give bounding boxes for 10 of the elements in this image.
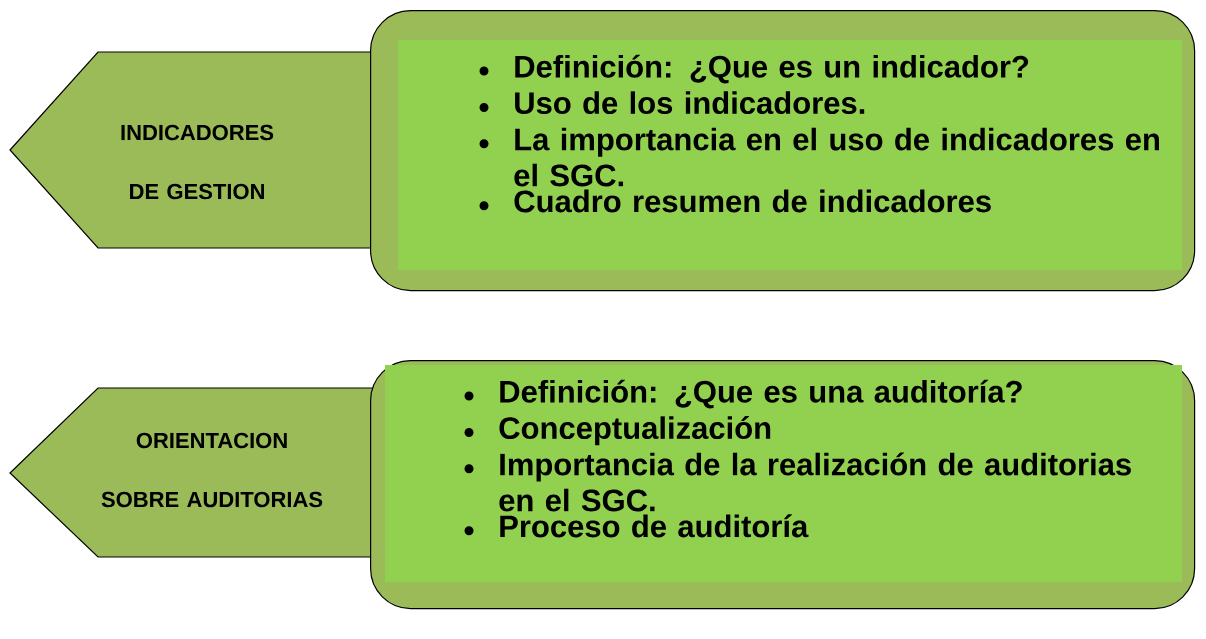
list-item: Proceso de auditoría — [500, 514, 809, 538]
list-item: Definición: ¿Que es un indicador? — [515, 54, 1029, 84]
list-item: Importancia de la realización de auditorias en el SGC. — [499, 452, 1131, 512]
list-item: La importancia en el uso de indicadores en el SGC. — [514, 127, 1159, 187]
list-item: Definición: ¿Que es una auditoría? — [500, 379, 1022, 409]
arrow-label: ORIENTACION SOBRE AUDITORIAS — [9, 387, 379, 558]
list-item: Uso de los indicadores. — [515, 91, 865, 115]
list-item: Cuadro resumen de indicadores — [514, 189, 991, 213]
list-item: Conceptualización — [499, 416, 771, 446]
arrow-label: INDICADORES DE GESTION — [9, 51, 379, 249]
